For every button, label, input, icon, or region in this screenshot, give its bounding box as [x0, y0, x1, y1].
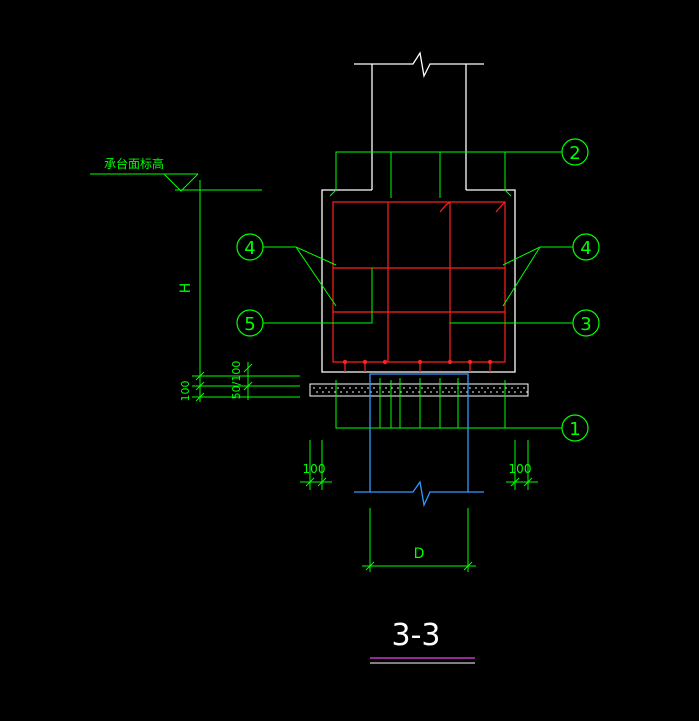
cap-perimeter [321, 189, 516, 373]
pile-embed-label: 50/100 [230, 361, 243, 400]
cushion-layer [309, 383, 529, 397]
callout-4-right: 4 [572, 233, 600, 261]
stirrup-lines [329, 151, 512, 429]
side-right-label: 100 [509, 462, 532, 476]
callout-4-left: 4 [236, 233, 264, 261]
callout-5-number: 5 [244, 314, 255, 335]
section-title-underline [370, 657, 475, 664]
leader-lines [263, 151, 573, 429]
callout-3-number: 3 [580, 314, 591, 335]
callout-1-number: 1 [569, 419, 580, 440]
pile-diameter-label: D [414, 546, 425, 562]
elevation-marker [90, 173, 262, 192]
height-label: H [178, 283, 194, 294]
diameter-dimension [362, 508, 476, 572]
pile [354, 373, 484, 508]
callout-4-left-number: 4 [244, 238, 255, 259]
callout-5: 5 [236, 309, 264, 337]
rebar-grid [332, 201, 506, 372]
height-dimension [192, 180, 300, 402]
callout-3: 3 [572, 309, 600, 337]
callout-4-right-number: 4 [580, 238, 591, 259]
cushion-thickness-label: 100 [179, 381, 192, 402]
callout-1: 1 [561, 414, 589, 442]
cap-outline [321, 51, 516, 373]
cap-top-elevation-label: 承台面标高 [104, 156, 164, 171]
side-dimensions [300, 440, 538, 490]
callout-2: 2 [561, 138, 589, 166]
section-title: 3-3 [392, 618, 441, 653]
column-break-line [354, 51, 484, 79]
side-left-label: 100 [303, 462, 326, 476]
callout-2-number: 2 [569, 143, 580, 164]
